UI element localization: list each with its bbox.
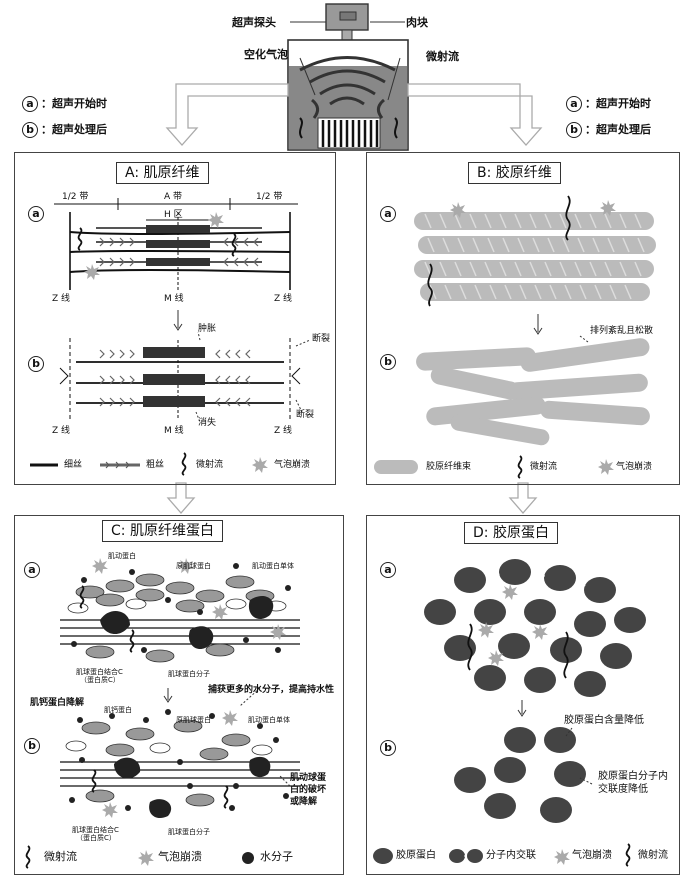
calpain-label: 肌钙蛋白降解 (30, 698, 85, 708)
legend-start-text: ：超声开始时 (41, 97, 107, 110)
panel-d-graphics (373, 559, 646, 867)
panel-a-title: A: 肌原纤维 (116, 162, 209, 184)
panel-a (14, 152, 336, 485)
actin-b-label: 肌钙蛋白 (104, 706, 132, 714)
z-line-right-b-label: Z 线 (274, 426, 293, 436)
crosslink-decrease-text: 胶原蛋白分子内交联度降低 (598, 771, 668, 795)
mark-a-icon: a (22, 96, 38, 112)
mark-b-icon: b (380, 740, 396, 756)
legend-start-left: a：超声开始时 (22, 96, 107, 112)
panel-c-title: C: 肌原纤维蛋白 (102, 520, 223, 542)
break-label-bottom: 断裂 (296, 410, 315, 420)
myosin-molecule-b-label: 肌球蛋白分子 (168, 828, 210, 836)
half-band-right-label: 1/2 带 (256, 192, 283, 202)
legend-start-right: a：超声开始时 (566, 96, 651, 112)
legend-water-label: 水分子 (260, 850, 293, 863)
legend-thick-label: 粗丝 (146, 460, 165, 470)
a-band-label: A 带 (164, 192, 183, 202)
mark-b-icon: b (380, 354, 396, 370)
actomyosin-destroy-text: 肌动球蛋白的破坏或降解 (290, 773, 327, 807)
mark-a-icon: a (566, 96, 582, 112)
disappear-label: 消失 (198, 418, 217, 428)
myosin-c-label: 肌球蛋白结合C (76, 668, 123, 676)
break-label-top: 断裂 (312, 334, 331, 344)
mark-a-icon: a (28, 206, 44, 222)
panel-d (366, 515, 680, 875)
myosin-c-paren-b-label: （蛋白质C） (76, 834, 116, 842)
cavitation-label: 空化气泡 (244, 48, 288, 61)
half-band-left-label: 1/2 带 (62, 192, 89, 202)
swelling-label: 肿胀 (198, 324, 217, 334)
panel-d-title: D: 胶原蛋白 (464, 522, 558, 544)
legend-after-left: b：超声处理后 (22, 122, 107, 138)
microjet-label: 微射流 (426, 50, 459, 63)
legend-microjet-label: 微射流 (530, 462, 558, 472)
z-line-left-b-label: Z 线 (52, 426, 71, 436)
legend-bundle-label: 胶原纤维束 (426, 462, 472, 472)
capture-water-line1: 捕获更多的水分子，提高持水性 (208, 684, 338, 696)
mark-b-icon: b (28, 356, 44, 372)
legend-microjet-label: 微射流 (638, 850, 668, 861)
m-line-b-label: M 线 (164, 426, 184, 436)
myosin-c-b-label: 肌球蛋白结合C (72, 826, 119, 834)
legend-crosslink-label: 分子内交联 (486, 850, 536, 861)
capture-water-text: 捕获更多的水分子，提高持水性 (208, 685, 335, 695)
crosslink-decrease-label: 胶原蛋白分子内交联度降低 (598, 770, 674, 796)
panel-c-graphics (25, 558, 300, 869)
panel-c (14, 515, 344, 875)
tropomyosin-b-label: 原肌球蛋白 (176, 716, 211, 724)
actin-monomer-label: 肌动蛋白单体 (252, 562, 294, 570)
meat-label: 肉块 (406, 16, 428, 29)
ultrasonic-device (287, 3, 409, 151)
panel-b-title: B: 胶原纤维 (468, 162, 561, 184)
legend-thin-label: 细丝 (64, 460, 83, 470)
mark-b-icon: b (22, 122, 38, 138)
flow-arrows (165, 83, 543, 514)
legend-collapse-label: 气泡崩溃 (274, 460, 311, 470)
myosin-molecule-label: 肌球蛋白分子 (168, 670, 210, 678)
content-decrease-label: 胶原蛋白含量降低 (564, 715, 644, 726)
panel-b-graphics (374, 195, 656, 479)
legend-microjet-label: 微射流 (44, 850, 77, 863)
legend-collapse-label: 气泡崩溃 (616, 462, 653, 472)
legend-collapse-label: 气泡崩溃 (572, 850, 612, 861)
legend-collapse-label: 气泡崩溃 (158, 850, 202, 863)
legend-after-text: ：超声处理后 (585, 123, 651, 136)
mark-a-icon: a (380, 562, 396, 578)
panel-b (366, 152, 680, 485)
z-line-left-label: Z 线 (52, 294, 71, 304)
legend-collagen-label: 胶原蛋白 (396, 850, 436, 861)
panel-a-graphics (30, 198, 311, 476)
h-zone-label: H 区 (164, 210, 183, 220)
mark-b-icon: b (566, 122, 582, 138)
actin-monomer-b-label: 肌动蛋白单体 (248, 716, 290, 724)
tropomyosin-label: 原肌球蛋白 (176, 562, 211, 570)
mark-a-icon: a (380, 206, 396, 222)
legend-after-right: b：超声处理后 (566, 122, 651, 138)
z-line-right-label: Z 线 (274, 294, 293, 304)
mark-b-icon: b (24, 738, 40, 754)
actomyosin-destroy-label: 肌动球蛋白的破坏或降解 (290, 772, 334, 808)
legend-after-text: ：超声处理后 (41, 123, 107, 136)
legend-microjet-label: 微射流 (196, 460, 224, 470)
probe-label: 超声探头 (232, 16, 276, 29)
disorder-label: 排列紊乱且松散 (590, 326, 654, 336)
myosin-c-paren-label: （蛋白质C） (80, 676, 120, 684)
m-line-label: M 线 (164, 294, 184, 304)
legend-start-text: ：超声开始时 (585, 97, 651, 110)
mark-a-icon: a (24, 562, 40, 578)
actin-label: 肌动蛋白 (108, 552, 136, 560)
